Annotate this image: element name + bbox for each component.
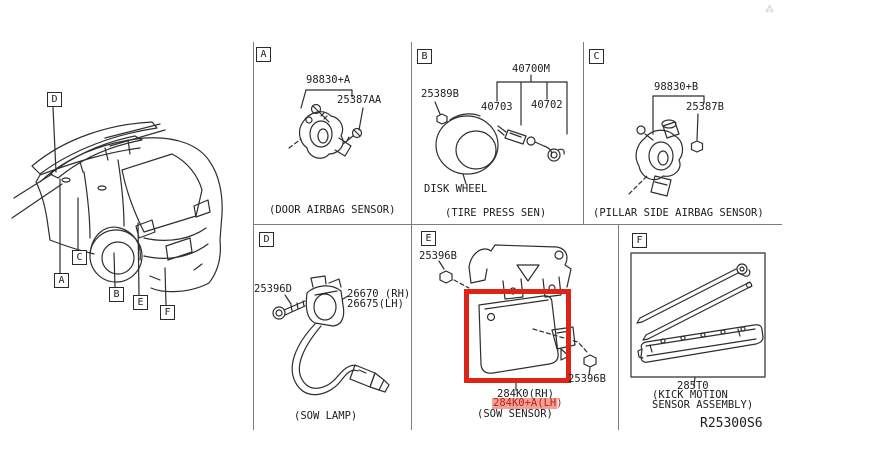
grid-vertical-row2-right bbox=[617, 225, 619, 430]
panel-e-label-box: E bbox=[421, 231, 436, 246]
sow-lamp-icon bbox=[272, 275, 390, 396]
car-body-icon bbox=[11, 121, 223, 293]
part-number-25387aa[interactable]: 25387AA bbox=[337, 94, 382, 106]
grid-vertical-mid bbox=[410, 42, 412, 430]
door-airbag-sensor-icon bbox=[288, 89, 364, 159]
part-number-285t0[interactable]: 285T0 bbox=[677, 380, 709, 392]
panel-f-caption-line2: SENSOR ASSEMBLY) bbox=[652, 399, 754, 411]
part-number-98830b[interactable]: 98830+B bbox=[654, 81, 699, 93]
panel-c-caption: (PILLAR SIDE AIRBAG SENSOR) bbox=[593, 207, 764, 219]
car-callout-c: C bbox=[72, 250, 87, 265]
part-number-26675-lh[interactable]: 26675(LH) bbox=[347, 298, 404, 310]
grid-horizontal-separator bbox=[252, 223, 782, 225]
callout-letter: D bbox=[51, 94, 58, 105]
disk-wheel-annotation: DISK WHEEL bbox=[424, 183, 488, 195]
panel-letter: E bbox=[425, 233, 432, 244]
grid-vertical-left bbox=[252, 42, 254, 430]
car-callout-a: A bbox=[54, 273, 69, 288]
car-rear-quarter-illustration bbox=[11, 106, 223, 306]
panel-b-label-box: B bbox=[417, 49, 432, 64]
panel-d-caption: (SOW LAMP) bbox=[294, 410, 358, 422]
panel-f-illustration bbox=[630, 252, 766, 387]
part-number-25396d[interactable]: 25396D bbox=[254, 283, 292, 295]
panel-f-label-box: F bbox=[632, 233, 647, 248]
sow-sensor-icon bbox=[438, 244, 597, 391]
panel-d-label-box: D bbox=[259, 232, 274, 247]
part-number-40700m[interactable]: 40700M bbox=[512, 63, 550, 75]
car-callout-b: B bbox=[109, 287, 124, 302]
part-number-26670-rh[interactable]: 26670 (RH) bbox=[347, 288, 411, 300]
panel-e-illustration bbox=[438, 244, 597, 391]
panel-letter: A bbox=[260, 49, 267, 60]
callout-letter: F bbox=[164, 307, 171, 318]
panel-letter: B bbox=[421, 51, 428, 62]
part-number-98830a[interactable]: 98830+A bbox=[306, 74, 351, 86]
pillar-airbag-sensor-icon bbox=[628, 95, 705, 197]
panel-letter: F bbox=[636, 235, 643, 246]
callout-letter: A bbox=[58, 275, 65, 286]
kick-motion-sensor-icon bbox=[630, 252, 766, 387]
panel-letter: D bbox=[263, 234, 270, 245]
panel-b-illustration bbox=[434, 74, 568, 185]
callout-letter: E bbox=[137, 297, 144, 308]
part-number-284k0-rh[interactable]: 284K0(RH) bbox=[497, 388, 554, 400]
part-number-25389b[interactable]: 25389B bbox=[421, 88, 459, 100]
car-callout-leader-lines bbox=[52, 106, 167, 306]
panel-c-illustration bbox=[628, 95, 705, 197]
panel-a-caption: (DOOR AIRBAG SENSOR) bbox=[269, 204, 396, 216]
callout-letter: C bbox=[76, 252, 83, 263]
corner-artifact-mark: ⁂ bbox=[765, 5, 774, 15]
panel-letter: C bbox=[593, 51, 600, 62]
panel-a-label-box: A bbox=[256, 47, 271, 62]
part-number-40703[interactable]: 40703 bbox=[481, 101, 513, 113]
car-callout-f: F bbox=[160, 305, 175, 320]
part-number-25387b[interactable]: 25387B bbox=[686, 101, 724, 113]
panel-d-illustration bbox=[272, 275, 390, 396]
drawing-reference-code: R25300S6 bbox=[700, 416, 763, 431]
panel-a-illustration bbox=[288, 89, 364, 159]
panel-f-caption-line1: (KICK MOTION bbox=[652, 389, 728, 401]
panel-b-caption: (TIRE PRESS SEN) bbox=[445, 207, 547, 219]
car-callout-e: E bbox=[133, 295, 148, 310]
tire-pressure-sensor-icon bbox=[434, 74, 568, 185]
grid-vertical-row1-right bbox=[582, 42, 584, 224]
car-callout-d: D bbox=[47, 92, 62, 107]
panel-e-caption: (SOW SENSOR) bbox=[477, 408, 553, 420]
part-number-284k0-lh-highlighted[interactable]: 284K0+A(LH) bbox=[492, 397, 564, 409]
part-number-40702[interactable]: 40702 bbox=[531, 99, 563, 111]
selected-part-highlight-box bbox=[464, 289, 571, 383]
part-number-25396b-top[interactable]: 25396B bbox=[419, 250, 457, 262]
part-number-25396b-right[interactable]: 25396B bbox=[568, 373, 606, 385]
panel-c-label-box: C bbox=[589, 49, 604, 64]
callout-letter: B bbox=[113, 289, 120, 300]
